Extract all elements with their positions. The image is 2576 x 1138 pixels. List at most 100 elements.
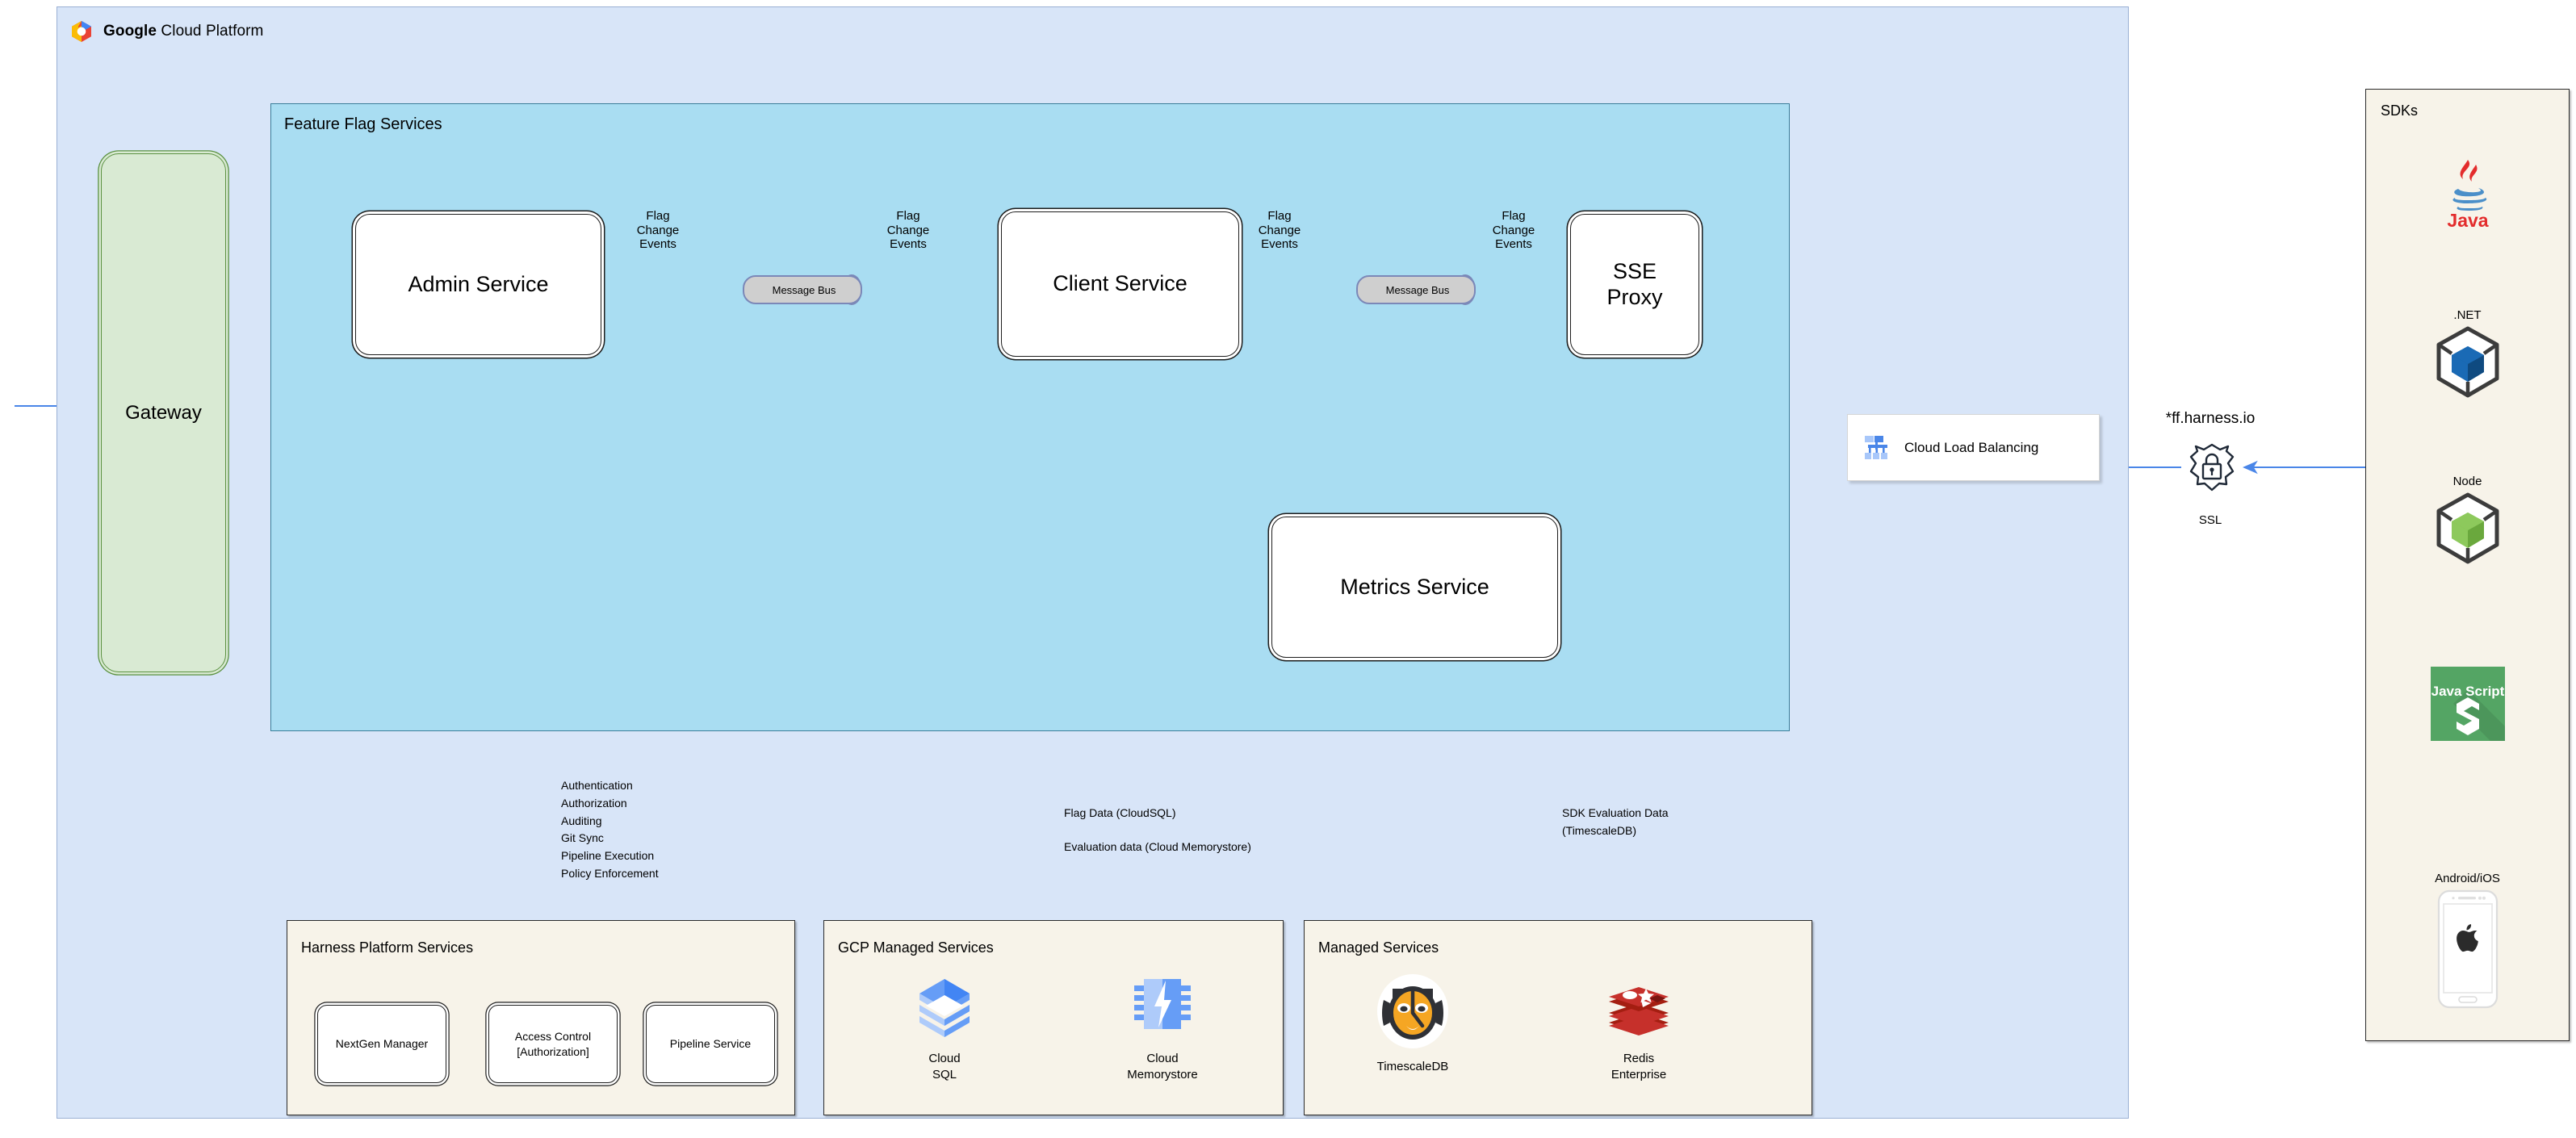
edge-label-line: Events <box>890 237 927 252</box>
edge-label-line: Change <box>886 223 930 237</box>
edge-label-line: Events <box>1261 237 1298 252</box>
metrics-service-box[interactable]: Metrics Service <box>1271 517 1558 658</box>
metrics-service-label: Metrics Service <box>1340 574 1489 599</box>
cloud-load-balancing-label: Cloud Load Balancing <box>1904 439 2039 455</box>
apple-phone-icon <box>2437 889 2498 1009</box>
sdk-item-android-ios[interactable]: Android/iOS <box>2365 872 2570 1014</box>
message-bus-2[interactable]: Message Bus <box>1356 274 1487 305</box>
javascript-icon: Java Script <box>2430 667 2505 741</box>
redis-enterprise-caption: Redis Enterprise <box>1582 1051 1695 1082</box>
cloud-memorystore-caption-line1: Cloud <box>1146 1052 1179 1065</box>
edge-label-flag-change-events-1: Flag Change Events <box>597 209 718 252</box>
gateway-label: Gateway <box>125 401 202 424</box>
redis-caption-line1: Redis <box>1623 1052 1655 1065</box>
admin-service-box[interactable]: Admin Service <box>355 214 601 355</box>
gcp-title-rest: Cloud Platform <box>157 23 264 40</box>
sdk-dotnet-label: .NET <box>2453 308 2482 322</box>
note-harness-platform: Authentication Authorization Auditing Gi… <box>561 777 771 883</box>
ssl-host-label: *ff.harness.io <box>2165 410 2256 427</box>
message-bus-1[interactable]: Message Bus <box>743 274 873 305</box>
timescaledb-caption: TimescaleDB <box>1348 1059 1477 1075</box>
gateway-box[interactable]: Gateway <box>101 153 226 672</box>
sdk-node-label: Node <box>2452 475 2482 488</box>
edge-label-flag-change-events-3: Flag Change Events <box>1219 209 1340 252</box>
access-control-label-line2: [Authorization] <box>517 1044 589 1058</box>
edge-label-flag-change-events-4: Flag Change Events <box>1453 209 1574 252</box>
dotnet-cube-icon <box>2436 326 2499 398</box>
access-control-box[interactable]: Access Control [Authorization] <box>488 1005 618 1083</box>
managed-services-title: Managed Services <box>1318 939 1439 956</box>
redis-caption-line2: Enterprise <box>1611 1067 1667 1082</box>
gcp-header: Google Cloud Platform <box>69 18 408 45</box>
edge-label-line: Flag <box>896 209 920 223</box>
sse-proxy-box[interactable]: SSE Proxy <box>1570 214 1699 355</box>
message-bus-2-label: Message Bus <box>1385 283 1450 296</box>
cloud-memorystore-item[interactable]: Cloud Memorystore <box>1106 973 1219 1082</box>
java-icon: Java <box>2447 160 2488 231</box>
cloud-sql-item[interactable]: Cloud SQL <box>896 973 993 1082</box>
redis-icon <box>1609 987 1669 1035</box>
sdk-mobile-label: Android/iOS <box>2435 872 2500 885</box>
feature-flag-services-panel <box>270 103 1790 731</box>
admin-service-label: Admin Service <box>408 271 549 296</box>
edge-label-line: Change <box>636 223 680 237</box>
gcp-managed-services-title: GCP Managed Services <box>838 939 994 956</box>
edge-label-line: Change <box>1258 223 1301 237</box>
access-control-label-line1: Access Control <box>514 1029 592 1043</box>
message-bus-body: Message Bus <box>743 275 862 304</box>
message-bus-1-label: Message Bus <box>772 283 836 296</box>
pipeline-service-box[interactable]: Pipeline Service <box>646 1005 775 1083</box>
svg-text:Java Script: Java Script <box>2431 684 2504 699</box>
note-line: (TimescaleDB) <box>1562 823 1637 837</box>
note-line: Authorization <box>561 796 627 810</box>
edge-label-line: Flag <box>1267 209 1292 223</box>
shield-lock-icon <box>2189 443 2235 492</box>
edge-label-flag-change-events-2: Flag Change Events <box>848 209 969 252</box>
note-line: SDK Evaluation Data <box>1562 806 1669 819</box>
timescaledb-caption-line1: TimescaleDB <box>1376 1060 1449 1073</box>
sse-proxy-label-line1: SSE <box>1612 258 1657 283</box>
cloud-sql-icon <box>919 979 970 1037</box>
gcp-title: Google Cloud Platform <box>103 23 264 40</box>
cloud-sql-caption-line1: Cloud <box>928 1052 961 1065</box>
sdk-item-javascript[interactable]: Java Script <box>2365 662 2570 750</box>
svg-text:Java: Java <box>2447 210 2488 228</box>
ssl-host-wrapper: *ff.harness.io <box>2150 410 2271 428</box>
cloud-load-balancing-icon <box>1865 435 1887 459</box>
nextgen-manager-box[interactable]: NextGen Manager <box>317 1005 446 1083</box>
edge-label-line: Flag <box>646 209 670 223</box>
feature-flag-services-title: Feature Flag Services <box>284 115 442 133</box>
sdk-item-java[interactable]: Java <box>2365 153 2570 232</box>
sdk-item-node[interactable]: Node <box>2365 475 2570 570</box>
note-line: Authentication <box>561 779 633 792</box>
client-service-box[interactable]: Client Service <box>1001 211 1239 357</box>
edge-label-line: Flag <box>1502 209 1526 223</box>
harness-platform-services-title: Harness Platform Services <box>301 939 474 956</box>
cloud-memorystore-caption: Cloud Memorystore <box>1106 1051 1219 1082</box>
sdk-item-dotnet[interactable]: .NET <box>2365 308 2570 404</box>
timescaledb-item[interactable]: TimescaleDB <box>1348 973 1477 1075</box>
cloud-load-balancing-box[interactable]: Cloud Load Balancing <box>1847 414 2100 481</box>
timescaledb-icon <box>1377 974 1448 1048</box>
message-bus-body: Message Bus <box>1356 275 1476 304</box>
note-line: Auditing <box>561 814 602 827</box>
nextgen-manager-label: NextGen Manager <box>335 1037 429 1051</box>
cloud-memorystore-caption-line2: Memorystore <box>1127 1067 1198 1082</box>
sse-proxy-label-line2: Proxy <box>1606 284 1663 309</box>
note-line: Evaluation data (Cloud Memorystore) <box>1064 839 1251 853</box>
sdks-title: SDKs <box>2381 103 2419 119</box>
cloud-memorystore-icon <box>1134 979 1191 1029</box>
redis-enterprise-item[interactable]: Redis Enterprise <box>1582 981 1695 1082</box>
gcp-title-bold: Google <box>103 23 157 40</box>
note-line: Policy Enforcement <box>561 867 659 881</box>
edge-label-line: Events <box>1495 237 1532 252</box>
edge-label-line: Change <box>1492 223 1535 237</box>
note-managed-services: SDK Evaluation Data (TimescaleDB) <box>1562 805 1756 840</box>
google-cloud-logo-icon <box>72 21 91 42</box>
node-cube-icon <box>2436 492 2499 564</box>
cloud-sql-caption-line2: SQL <box>932 1067 957 1082</box>
cloud-sql-caption: Cloud SQL <box>896 1051 993 1082</box>
gcp-managed-services-panel <box>823 920 1284 1115</box>
edge-label-line: Events <box>639 237 676 252</box>
note-line: Pipeline Execution <box>561 849 655 863</box>
